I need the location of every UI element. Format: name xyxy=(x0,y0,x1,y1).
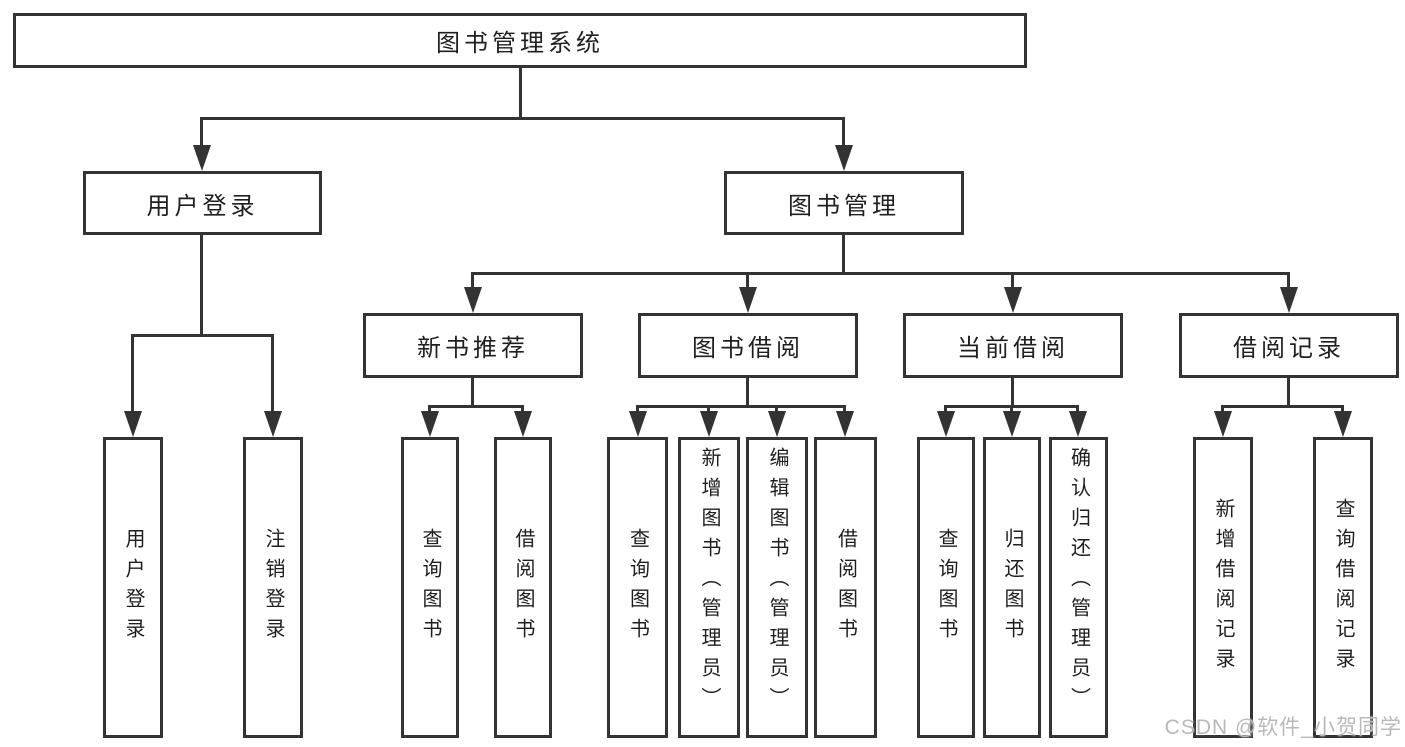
connector-line xyxy=(131,334,134,417)
connector-line xyxy=(746,272,749,293)
node-borrow-records: 借阅记录 xyxy=(1179,313,1399,378)
leaf-query-books-2-label: 查询图书 xyxy=(626,527,649,648)
leaf-user-login-label: 用户登录 xyxy=(122,527,144,648)
leaf-logout: 注销登录 xyxy=(243,437,303,738)
connector-line xyxy=(519,68,522,120)
leaf-query-borrow-record-label: 查询借阅记录 xyxy=(1332,497,1354,678)
connector-line xyxy=(1011,378,1014,408)
leaf-confirm-return-admin-label: 确认归还（管理员） xyxy=(1067,447,1090,717)
connector-line xyxy=(471,378,474,408)
arrow-down-icon xyxy=(1280,287,1298,313)
connector-rail xyxy=(428,405,523,408)
connector-line xyxy=(842,235,845,275)
connector-rail xyxy=(131,334,273,337)
connector-line xyxy=(1011,272,1014,293)
connector-rail xyxy=(636,405,845,408)
leaf-add-borrow-record: 新增借阅记录 xyxy=(1193,437,1253,738)
arrow-down-icon xyxy=(835,145,853,171)
connector-line xyxy=(471,272,474,293)
leaf-query-borrow-record: 查询借阅记录 xyxy=(1313,437,1373,738)
arrow-down-icon xyxy=(514,411,532,437)
connector-line xyxy=(1287,378,1290,408)
leaf-user-login: 用户登录 xyxy=(103,437,163,738)
node-book-management-label: 图书管理 xyxy=(788,192,900,220)
leaf-edit-books-admin-label: 编辑图书（管理员） xyxy=(766,447,788,717)
arrow-down-icon xyxy=(700,411,718,437)
leaf-query-books-3-label: 查询图书 xyxy=(935,527,957,648)
arrow-down-icon xyxy=(1069,411,1087,437)
leaf-add-books-admin: 新增图书（管理员） xyxy=(678,437,740,738)
watermark: CSDN @软件_小贺同学 xyxy=(1164,716,1402,739)
leaf-logout-label: 注销登录 xyxy=(262,527,284,648)
connector-line xyxy=(842,117,845,151)
arrow-down-icon xyxy=(1004,287,1022,313)
node-root-label: 图书管理系统 xyxy=(436,30,604,57)
connector-rail xyxy=(1221,405,1343,408)
leaf-borrow-books-2-label: 借阅图书 xyxy=(834,527,857,648)
connector-rail xyxy=(471,272,1289,275)
node-book-management: 图书管理 xyxy=(724,171,964,235)
leaf-query-books-3: 查询图书 xyxy=(917,437,975,738)
connector-line xyxy=(200,235,203,337)
leaf-add-books-admin-label: 新增图书（管理员） xyxy=(698,447,720,717)
node-new-book-recommend-label: 新书推荐 xyxy=(417,335,529,362)
leaf-add-borrow-record-label: 新增借阅记录 xyxy=(1212,497,1234,678)
leaf-query-books-1-label: 查询图书 xyxy=(419,527,441,648)
arrow-down-icon xyxy=(193,145,211,171)
node-current-borrowing-label: 当前借阅 xyxy=(957,335,1069,362)
arrow-down-icon xyxy=(1003,411,1021,437)
arrow-down-icon xyxy=(124,411,142,437)
arrow-down-icon xyxy=(739,287,757,313)
leaf-return-books-label: 归还图书 xyxy=(1001,527,1023,648)
connector-line xyxy=(1287,272,1290,293)
node-user-login-label: 用户登录 xyxy=(146,192,259,220)
arrow-down-icon xyxy=(836,411,854,437)
node-book-borrowing-label: 图书借阅 xyxy=(692,335,804,362)
node-current-borrowing: 当前借阅 xyxy=(903,313,1123,378)
arrow-down-icon xyxy=(937,411,955,437)
leaf-borrow-books-2: 借阅图书 xyxy=(814,437,877,738)
connector-rail xyxy=(200,117,844,120)
leaf-confirm-return-admin: 确认归还（管理员） xyxy=(1049,437,1108,738)
leaf-edit-books-admin: 编辑图书（管理员） xyxy=(746,437,808,738)
connector-line xyxy=(200,117,203,151)
node-user-login: 用户登录 xyxy=(83,171,322,235)
arrow-down-icon xyxy=(421,411,439,437)
leaf-return-books: 归还图书 xyxy=(983,437,1041,738)
leaf-query-books-1: 查询图书 xyxy=(401,437,459,738)
arrow-down-icon xyxy=(1334,411,1352,437)
leaf-borrow-books-1: 借阅图书 xyxy=(494,437,552,738)
arrow-down-icon xyxy=(629,411,647,437)
arrow-down-icon xyxy=(768,411,786,437)
leaf-borrow-books-1-label: 借阅图书 xyxy=(512,527,534,648)
arrow-down-icon xyxy=(464,287,482,313)
node-root: 图书管理系统 xyxy=(13,13,1027,68)
node-new-book-recommend: 新书推荐 xyxy=(363,313,583,378)
arrow-down-icon xyxy=(264,411,282,437)
node-borrow-records-label: 借阅记录 xyxy=(1233,335,1345,362)
connector-line xyxy=(746,378,749,408)
connector-line xyxy=(271,334,274,417)
arrow-down-icon xyxy=(1214,411,1232,437)
leaf-query-books-2: 查询图书 xyxy=(607,437,668,738)
node-book-borrowing: 图书借阅 xyxy=(638,313,858,378)
